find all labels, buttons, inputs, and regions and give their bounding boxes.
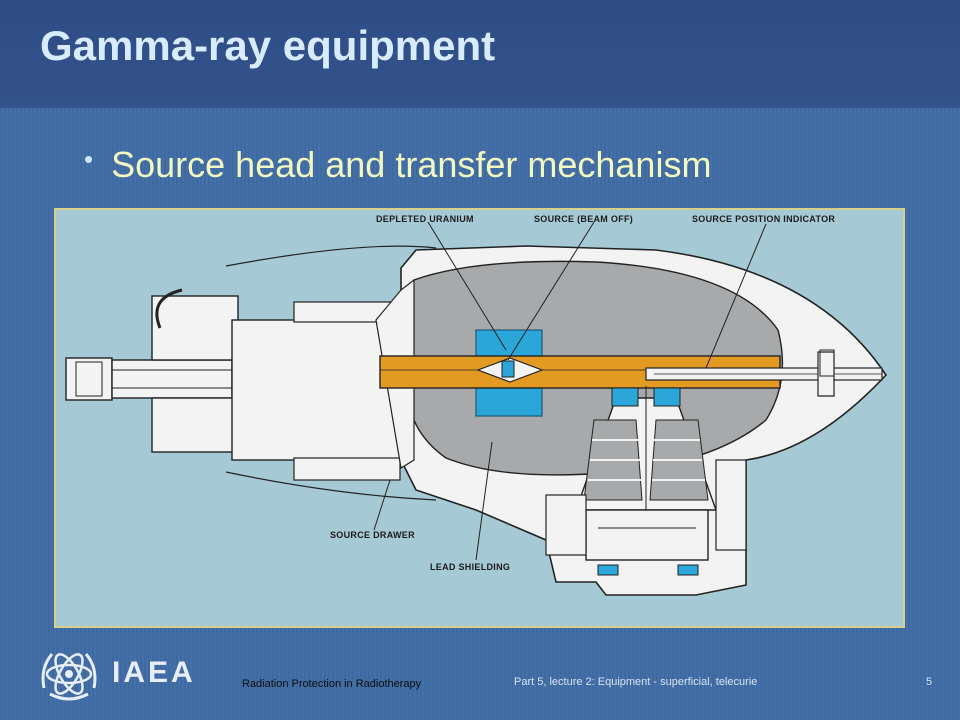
end-cap [65, 357, 113, 401]
title-bar [0, 0, 960, 108]
transfer-housing [151, 295, 239, 361]
outline-curve-top [225, 245, 437, 267]
source-drawer-housing [231, 319, 403, 461]
leader-depleted-uranium [427, 221, 507, 351]
leader-source-drawer [373, 479, 391, 531]
footer-lecture-part: Part 5, lecture 2: Equipment - superfici… [514, 676, 758, 688]
slide-title: Gamma-ray equipment [40, 22, 496, 69]
slide-page-number: 5 [926, 676, 933, 688]
outline-curve-bottom [225, 471, 437, 501]
label-depleted-uranium: DEPLETED URANIUM [376, 214, 474, 224]
label-source-position-indicator: SOURCE POSITION INDICATOR [692, 214, 835, 224]
bullet-dot-icon: • [84, 143, 94, 174]
label-source-drawer: SOURCE DRAWER [330, 530, 415, 540]
footer-course-title: Radiation Protection in Radiotherapy [242, 678, 422, 690]
leader-lead-shielding [475, 441, 493, 561]
handle [155, 288, 183, 329]
collimator-base [585, 509, 709, 561]
leader-source [507, 221, 595, 361]
leader-position-indicator [705, 223, 767, 369]
label-source-beam-off: SOURCE (BEAM OFF) [534, 214, 633, 224]
bullet-text: Source head and transfer mechanism [111, 144, 712, 185]
source-head-diagram: DEPLETED URANIUM SOURCE (BEAM OFF) SOURC… [54, 208, 905, 628]
diagram-svg: DEPLETED URANIUM SOURCE (BEAM OFF) SOURC… [65, 214, 888, 596]
iaea-logo-icon [41, 653, 97, 701]
drive-rod-housing [111, 359, 233, 399]
source-pellet [501, 360, 515, 378]
label-lead-shielding: LEAD SHIELDING [430, 562, 510, 572]
footer-org-name: IAEA [112, 656, 196, 689]
bullet-item: • Source head and transfer mechanism [84, 144, 711, 186]
